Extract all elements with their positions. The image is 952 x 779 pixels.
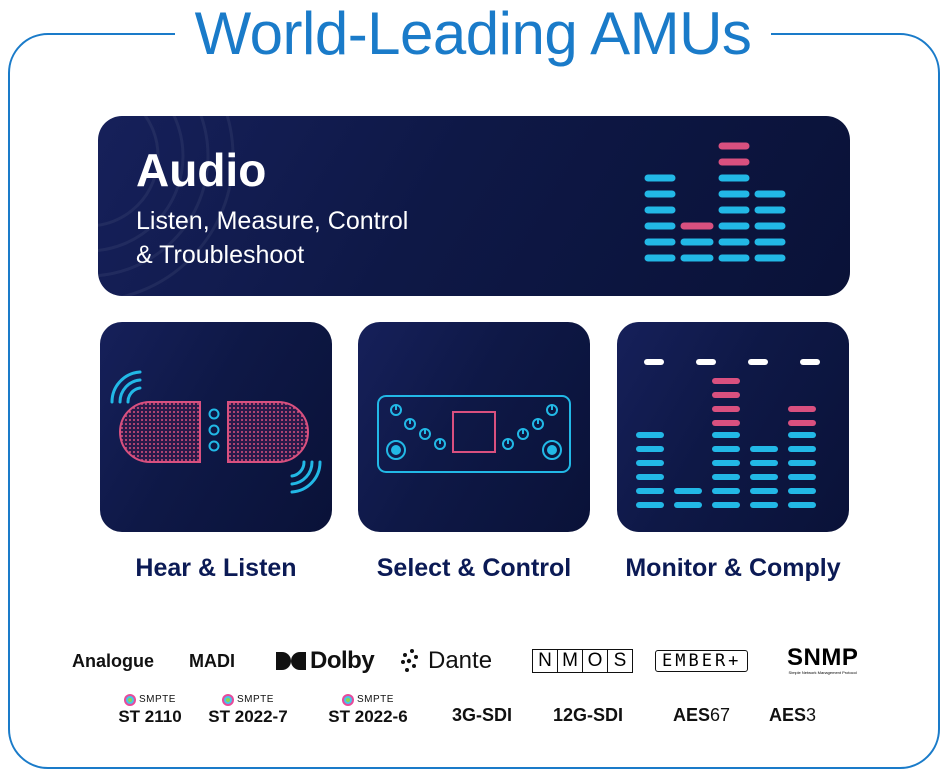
3g-sdi-label: 3G-SDI — [452, 705, 513, 725]
smpte-brand: SMPTE — [203, 694, 293, 706]
st2022-7-label: ST 2022-7 — [208, 707, 288, 726]
12g-sdi-label: 12G-SDI — [553, 705, 624, 725]
dante-spark-icon — [401, 649, 418, 672]
audio-panel: Audio Listen, Measure, Control & Trouble… — [98, 116, 850, 296]
smpte-st2110-logo: SMPTE ST 2110 — [110, 694, 190, 728]
control-panel-icon — [377, 395, 571, 473]
dolby-label: Dolby — [310, 647, 375, 674]
smpte-brand: SMPTE — [110, 694, 190, 706]
audio-subtitle-line2: & Troubleshoot — [136, 241, 305, 269]
st2022-6-label: ST 2022-6 — [328, 707, 408, 726]
ember-logo: EMBER+ — [655, 650, 749, 672]
madi-label: MADI — [189, 651, 235, 671]
snmp-logo: SNMP Simple Network Management Protocol — [787, 644, 859, 676]
dante-logo: Dante — [400, 648, 492, 674]
dolby-logo: Dolby — [276, 647, 375, 674]
aes3-suffix: 3 — [806, 705, 817, 725]
caption-select-control: Select & Control — [376, 554, 572, 582]
monitor-comply-card — [617, 322, 849, 532]
aes67-prefix: AES — [673, 705, 711, 725]
smpte-st2022-6-logo: SMPTE ST 2022-6 — [323, 694, 413, 728]
snmp-label: SNMP — [787, 644, 859, 671]
smpte-brand-text: SMPTE — [357, 694, 394, 705]
speaker-icon — [110, 370, 322, 494]
equalizer-icon — [644, 142, 786, 262]
audio-heading: Audio — [136, 144, 267, 196]
title-wrap: World-Leading AMUs — [0, 0, 952, 72]
caption-monitor-comply: Monitor & Comply — [625, 554, 841, 582]
dolby-double-d-icon — [276, 652, 306, 670]
select-control-card — [358, 322, 590, 532]
analogue-label: Analogue — [72, 651, 155, 671]
smpte-color-icon — [222, 694, 235, 706]
smpte-brand-text: SMPTE — [237, 694, 274, 705]
hear-listen-card — [100, 322, 332, 532]
caption-hear-listen: Hear & Listen — [135, 554, 297, 582]
snmp-tagline: Simple Network Management Protocol — [788, 670, 857, 675]
wave-arcs-decoration — [98, 116, 235, 296]
aes67-suffix: 67 — [710, 705, 731, 725]
audio-subtitle-line1: Listen, Measure, Control — [136, 207, 409, 235]
page-title: World-Leading AMUs — [174, 0, 772, 68]
smpte-brand-text: SMPTE — [139, 694, 176, 705]
nmos-letter-n: N — [533, 650, 558, 672]
aes67-logo: AES67 — [673, 704, 730, 726]
aes3-prefix: AES — [769, 705, 807, 725]
smpte-st2022-7-logo: SMPTE ST 2022-7 — [203, 694, 293, 728]
nmos-letter-o: O — [583, 650, 608, 672]
aes3-logo: AES3 — [769, 704, 816, 726]
audio-subtitle: Listen, Measure, Control & Troubleshoot — [136, 204, 516, 272]
nmos-letter-s: S — [613, 650, 627, 671]
nmos-letter-m: M — [558, 650, 583, 672]
st2110-label: ST 2110 — [118, 707, 182, 726]
dante-label: Dante — [428, 647, 493, 674]
smpte-color-icon — [124, 694, 137, 706]
nmos-logo: N M O S — [532, 649, 633, 673]
meter-bars-icon — [636, 359, 820, 508]
smpte-brand: SMPTE — [323, 694, 413, 706]
smpte-color-icon — [342, 694, 355, 706]
